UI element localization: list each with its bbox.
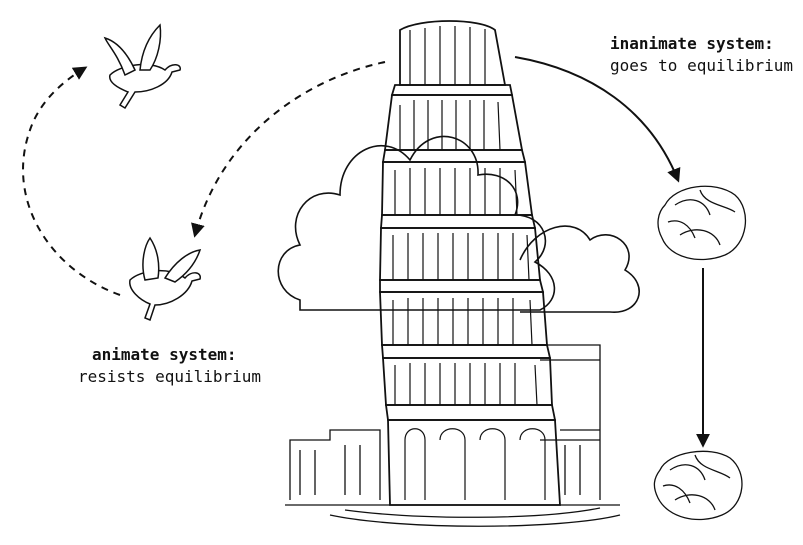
dashed-arrow <box>22 66 121 296</box>
animate-system-subtitle: resists equilibrium <box>78 367 262 386</box>
crumpled-paper-icon <box>657 185 747 261</box>
inanimate-system-label: inanimate system: goes to equilibrium <box>610 33 793 77</box>
dove-icon <box>129 236 202 321</box>
animate-system-title: animate system: <box>92 345 237 364</box>
dove-icon <box>103 23 181 110</box>
animate-system-label: animate system: resists equilibrium <box>78 344 261 388</box>
crumpled-paper-icon <box>653 450 743 521</box>
solid-arrow <box>514 56 681 183</box>
background-buildings <box>285 344 621 527</box>
leaning-tower-illustration <box>379 20 561 506</box>
inanimate-system-title: inanimate system: <box>610 34 774 53</box>
inanimate-system-subtitle: goes to equilibrium <box>610 56 794 75</box>
cloud <box>277 135 556 311</box>
cloud-right <box>519 225 640 313</box>
dashed-arrow <box>191 61 386 238</box>
